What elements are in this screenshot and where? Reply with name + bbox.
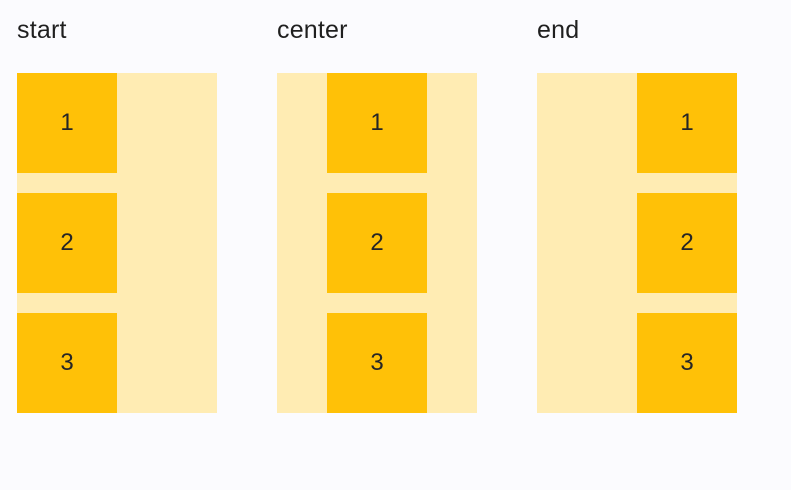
group-end: end 1 2 3: [537, 13, 737, 413]
group-start: start 1 2 3: [17, 13, 217, 413]
grid-container-end: 1 2 3: [537, 73, 737, 413]
grid-item: 2: [17, 193, 117, 293]
grid-item: 1: [637, 73, 737, 173]
grid-item: 3: [327, 313, 427, 413]
alignment-demo: start 1 2 3 center 1 2 3 end 1 2 3: [17, 13, 737, 413]
group-label: start: [17, 16, 67, 44]
grid-item: 2: [637, 193, 737, 293]
grid-item: 1: [327, 73, 427, 173]
group-label: center: [277, 16, 348, 44]
grid-item: 3: [17, 313, 117, 413]
grid-item: 1: [17, 73, 117, 173]
grid-item: 2: [327, 193, 427, 293]
group-label: end: [537, 16, 580, 44]
grid-item: 3: [637, 313, 737, 413]
grid-container-start: 1 2 3: [17, 73, 217, 413]
group-center: center 1 2 3: [277, 13, 477, 413]
grid-container-center: 1 2 3: [277, 73, 477, 413]
